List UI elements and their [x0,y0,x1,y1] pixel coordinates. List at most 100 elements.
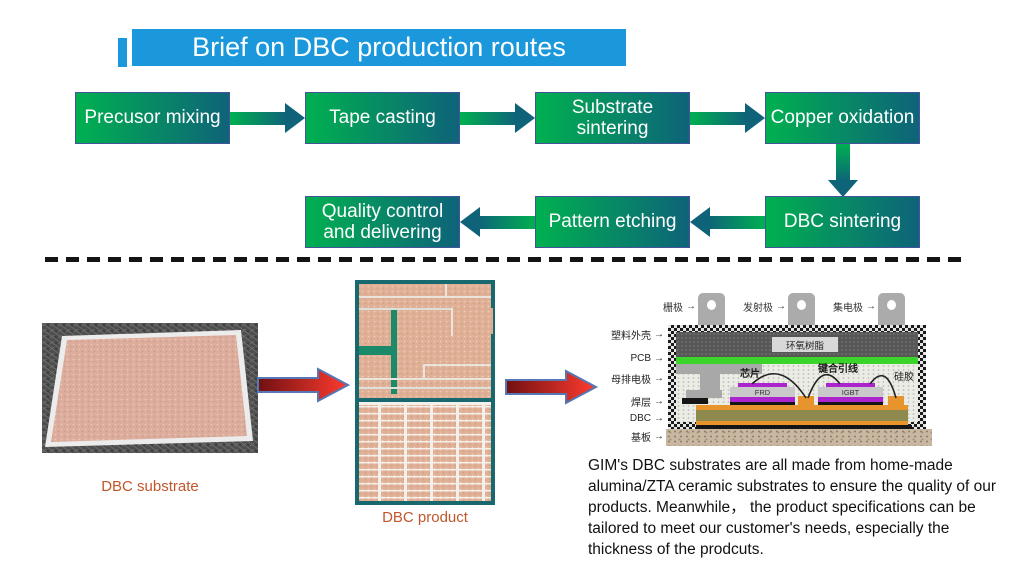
igbt-solder [818,402,883,405]
copper-post [798,396,814,405]
product-caption: DBC product [382,509,468,526]
bond-wire [869,374,897,399]
solder-pad [682,398,708,404]
teal-bar [359,346,397,355]
arrow-right-icon: → [654,395,664,407]
substrate-caption: DBC substrate [101,478,199,495]
flow-box-label: Precusor mixing [84,107,221,129]
arrow-head [745,103,765,133]
label-text: 基板 [631,432,651,444]
arrow-shaft [478,216,535,229]
bond-wires [751,373,897,399]
flow-arrow-left-icon [690,207,765,237]
label-text: 栅极 [663,303,683,314]
arrow-right-icon: → [776,301,786,312]
arrow-right-icon: → [686,301,696,312]
flow-box-label: DBC sintering [783,211,902,233]
label-text: 键合引线 [818,364,858,375]
chip-label: FRD [754,387,771,397]
arrow-right-icon: → [654,372,664,384]
trace-line [445,284,447,298]
baseplate [666,429,932,446]
trace-step [453,308,493,334]
label-text: DBC [629,412,651,424]
label-text: 集电极 [833,303,863,314]
tab-hole [707,300,716,310]
igbt-chip-top-layer [826,383,875,387]
flow-box-dbc-sintering: DBC sintering [765,196,920,248]
arrow-head [285,103,305,133]
label-gate: 栅极 → [640,300,696,314]
bond-wire [751,373,807,399]
chip-label: IGBT [841,387,860,397]
trace-line [359,296,491,298]
frd-chip: FRD [730,387,795,397]
frd-solder [730,402,795,405]
label-text: 焊层 [631,397,651,409]
label-text: 硅胶 [894,372,914,383]
label-chip: 芯片 [740,365,760,380]
arrow-head [460,207,480,237]
frd-chip-bottom-layer [730,397,795,402]
label-text: PCB [630,352,651,364]
page-title: Brief on DBC production routes [132,29,626,66]
busbar-electrode [686,390,722,398]
red-arrow-right-icon [505,369,599,405]
terminal-tab-emitter [788,293,815,327]
label-text: 环氧树脂 [785,340,824,352]
bond-wire [807,373,841,399]
label-text: 发射极 [743,303,773,314]
dbc-ceramic [696,410,908,421]
arrow-shaft [690,112,747,125]
flow-box-copper-oxidation: Copper oxidation [765,92,920,144]
label-dbc: DBC → [594,412,664,424]
label-emitter: 发射极 → [716,300,786,314]
trace-line [423,364,425,378]
trace-line [359,402,491,405]
arrow-head [690,207,710,237]
arrow-right-icon: → [654,412,664,424]
arrow-shape [257,367,351,403]
solder-layer [696,425,912,429]
arrow-right-icon: → [866,301,876,312]
flow-box-label: Quality control and delivering [321,200,444,243]
label-text: 母排电极 [611,374,651,386]
flow-arrow-left-icon [460,207,535,237]
busbar-electrode [700,374,720,394]
trace-line [359,308,491,310]
dbc-copper-top [696,405,908,410]
flow-arrow-down-icon [828,144,858,197]
igbt-chip-bottom-layer [818,397,883,402]
label-pcb: PCB → [594,352,664,364]
page-title-text: Brief on DBC production routes [192,32,566,62]
terminal-tab-collector [878,293,905,327]
dashed-divider [45,257,965,262]
label-bond-wire: 键合引线 [818,360,858,375]
dbc-product-photo [355,280,495,505]
arrow-shaft [230,112,287,125]
flow-box-label: Pattern etching [548,211,677,233]
dbc-substrate-photo [42,323,258,453]
arrow-shaft [708,216,765,229]
igbt-chip: IGBT [818,387,883,397]
arrow-right-icon: → [654,328,664,340]
frd-chip-top-layer [738,383,787,387]
arrow-head [828,180,858,197]
red-arrow-right-icon [257,367,351,403]
arrow-shaft [836,144,850,182]
trace-line [359,378,491,380]
arrow-right-icon: → [654,352,664,364]
label-text: 芯片 [740,369,760,380]
description-paragraph: GIM's DBC substrates are all made from h… [588,457,997,558]
terminal-tab-gate [698,293,725,327]
epoxy-block [676,332,918,357]
flow-arrow-right-icon [690,103,765,133]
arrow-shaft [460,112,517,125]
copper-post [888,396,904,405]
label-plastic-housing: 塑料外壳 → [594,328,664,342]
dbc-copper-bottom [696,421,908,425]
label-solder-layer: 焊层 → [594,395,664,409]
flow-arrow-right-icon [230,103,305,133]
label-text: 塑料外壳 [611,330,651,342]
